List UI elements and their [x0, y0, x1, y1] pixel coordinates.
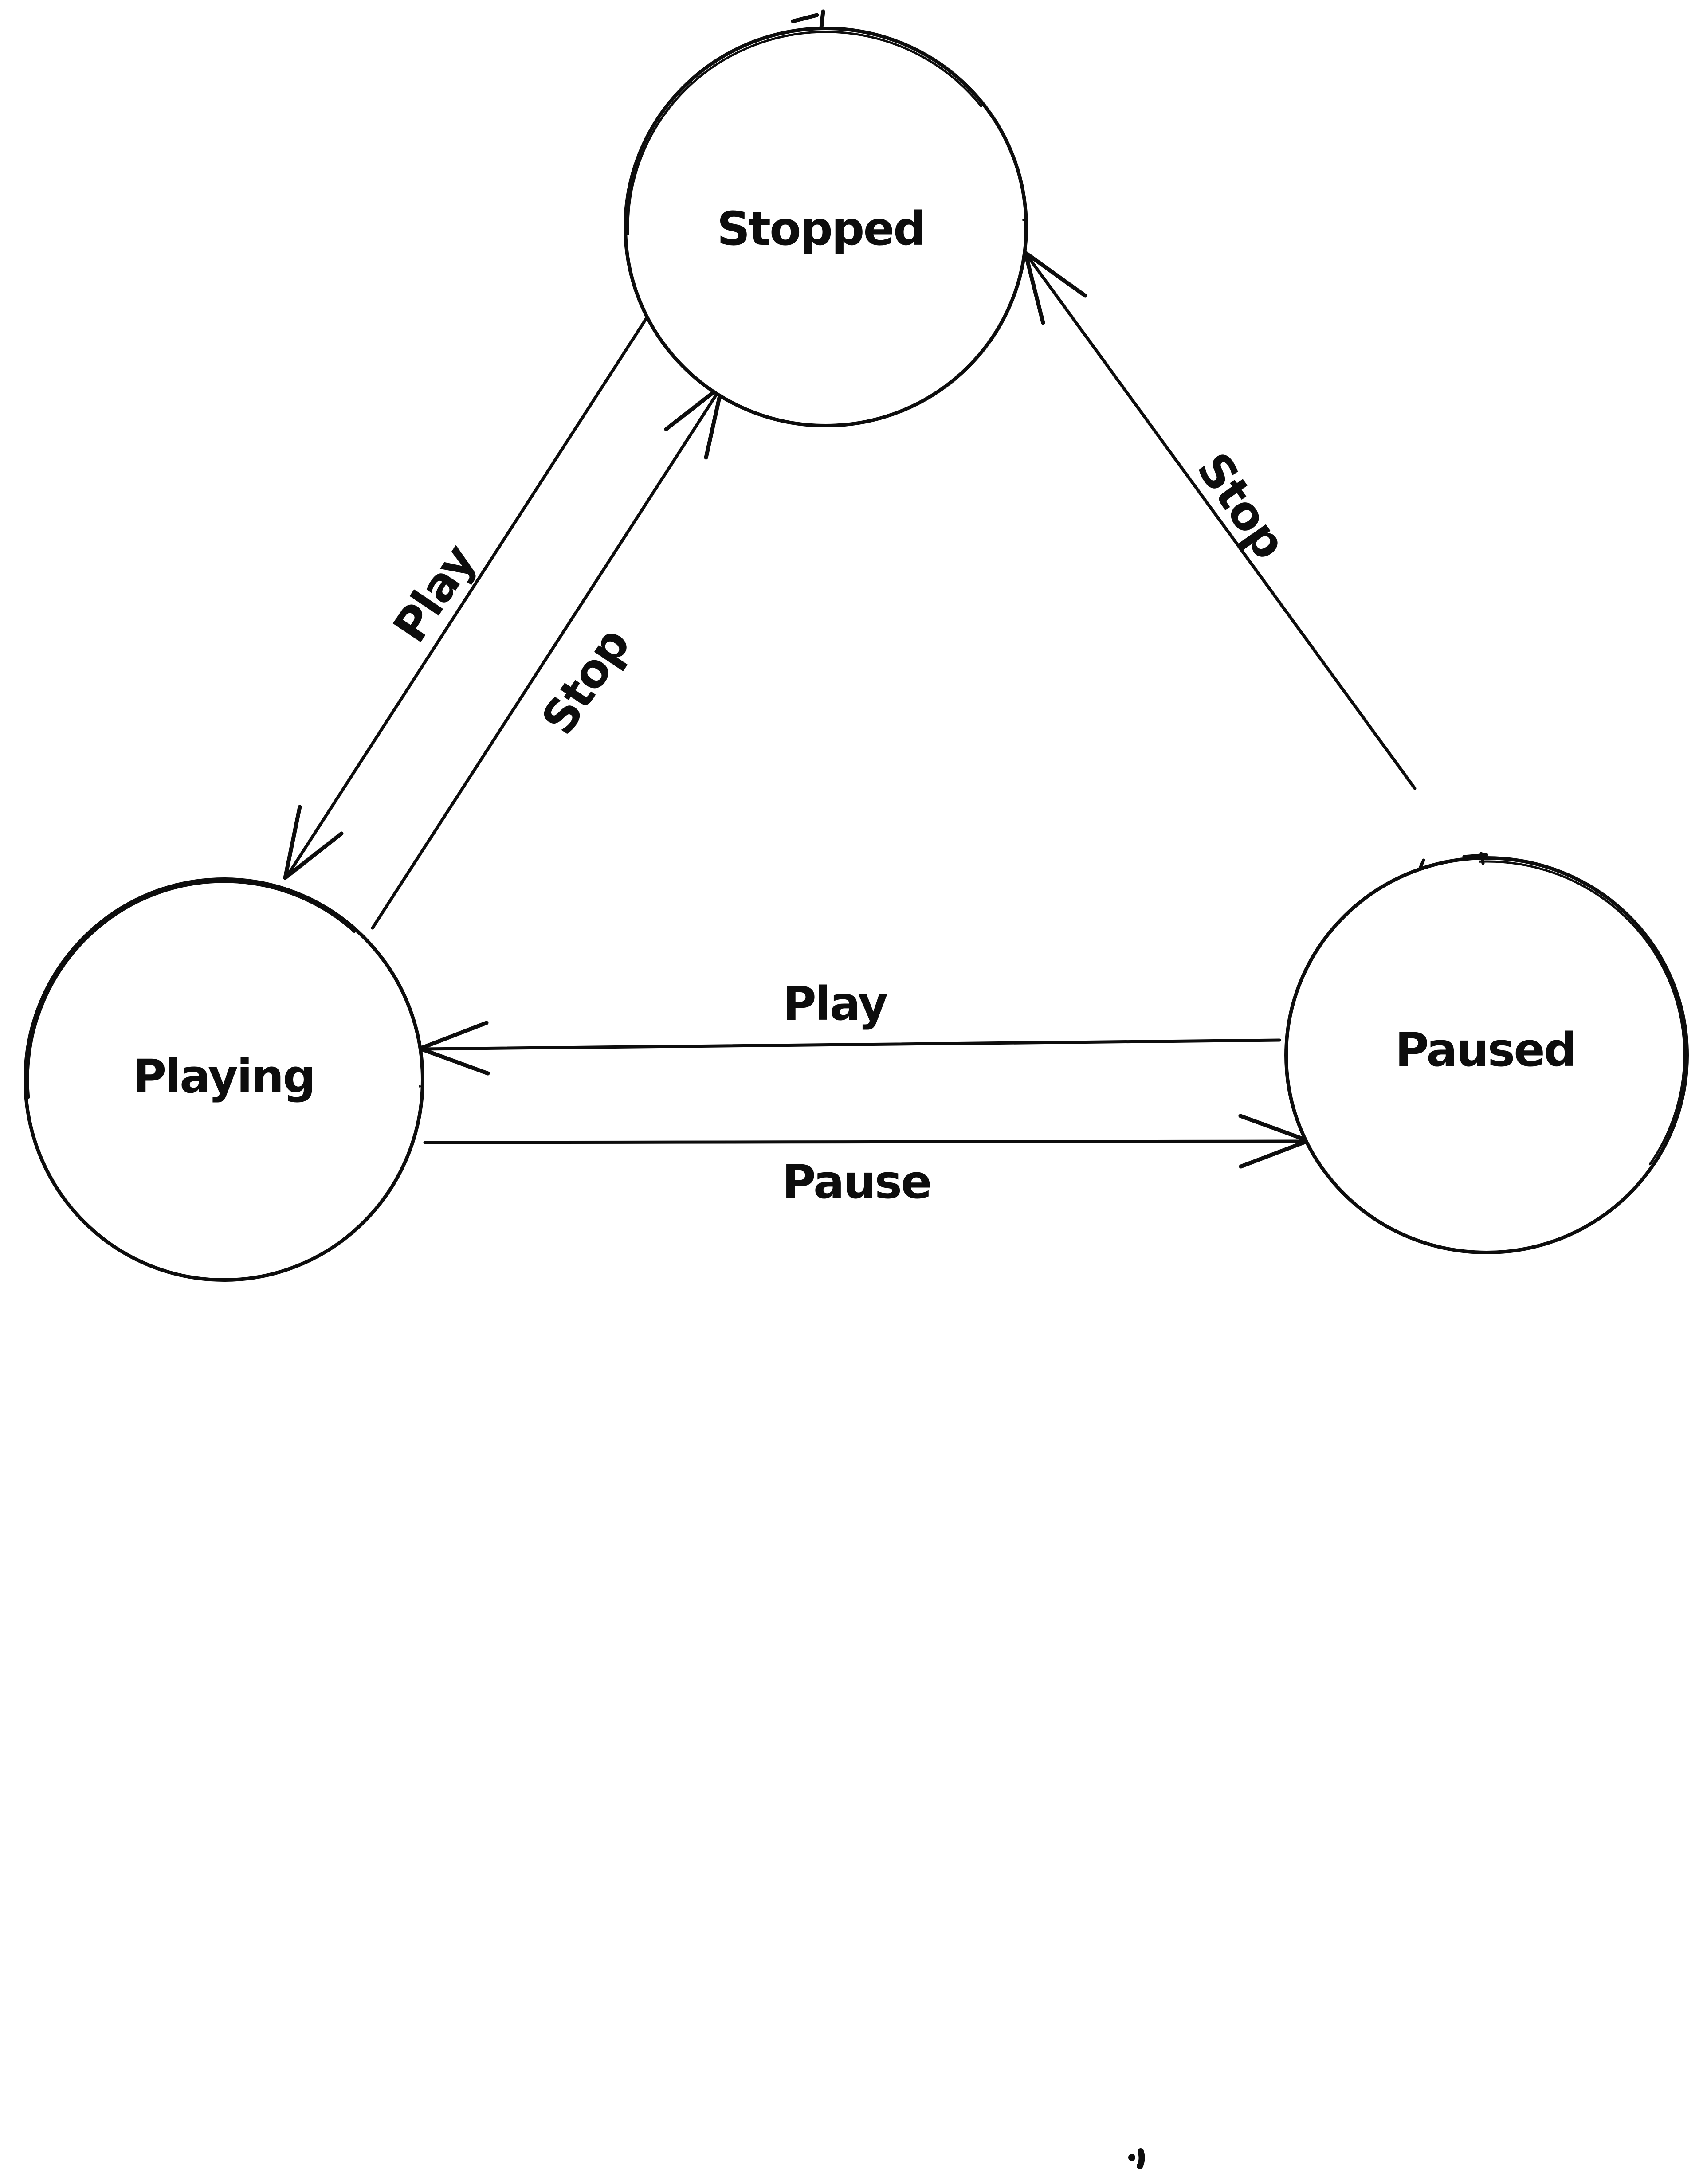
arrowhead-icon — [1023, 250, 1087, 325]
state-circle-overdraw — [1287, 860, 1686, 1250]
edge-line[interactable] — [423, 1139, 1308, 1144]
ink-dot — [1128, 2154, 1135, 2161]
edge-playing-to-stopped[interactable]: Stop — [371, 384, 724, 930]
state-circle-overdraw — [627, 31, 1025, 423]
arrowhead-icon — [418, 1021, 490, 1076]
sketch-tick — [173, 880, 200, 887]
edge-stopped-to-playing[interactable]: Play — [283, 315, 649, 880]
arrowhead-icon — [283, 805, 344, 880]
edge-paused-to-stopped[interactable]: Stop — [1023, 250, 1417, 790]
edge-label-stop: Stop — [531, 619, 640, 744]
edge-line[interactable] — [1025, 254, 1417, 790]
edge-paused-to-playing[interactable]: Play — [418, 977, 1281, 1076]
state-circle[interactable] — [24, 877, 424, 1282]
sketch-tick — [1418, 852, 1488, 870]
arrowhead-icon — [1238, 1114, 1311, 1169]
state-circle[interactable] — [1284, 856, 1689, 1254]
state-circle-overdraw — [27, 881, 421, 1279]
edge-label-play: Play — [783, 977, 887, 1031]
edge-label-stop: Stop — [1186, 443, 1296, 568]
edge-line[interactable] — [371, 386, 722, 930]
state-circle[interactable] — [624, 27, 1028, 427]
state-node-playing[interactable]: Playing — [21, 875, 427, 1284]
state-node-paused[interactable]: Paused — [1282, 852, 1691, 1256]
edge-playing-to-paused[interactable]: Pause — [423, 1114, 1311, 1209]
edge-line[interactable] — [286, 315, 649, 876]
state-label-paused: Paused — [1395, 1023, 1576, 1077]
state-label-stopped: Stopped — [717, 202, 925, 256]
state-node-stopped[interactable]: Stopped — [621, 9, 1030, 429]
ink-speck — [1128, 2148, 1145, 2169]
state-label-playing: Playing — [133, 1049, 314, 1104]
edge-line[interactable] — [420, 1038, 1281, 1051]
ink-blob — [1137, 2148, 1145, 2169]
sketch-tick — [791, 9, 825, 30]
edge-label-pause: Pause — [782, 1155, 930, 1209]
